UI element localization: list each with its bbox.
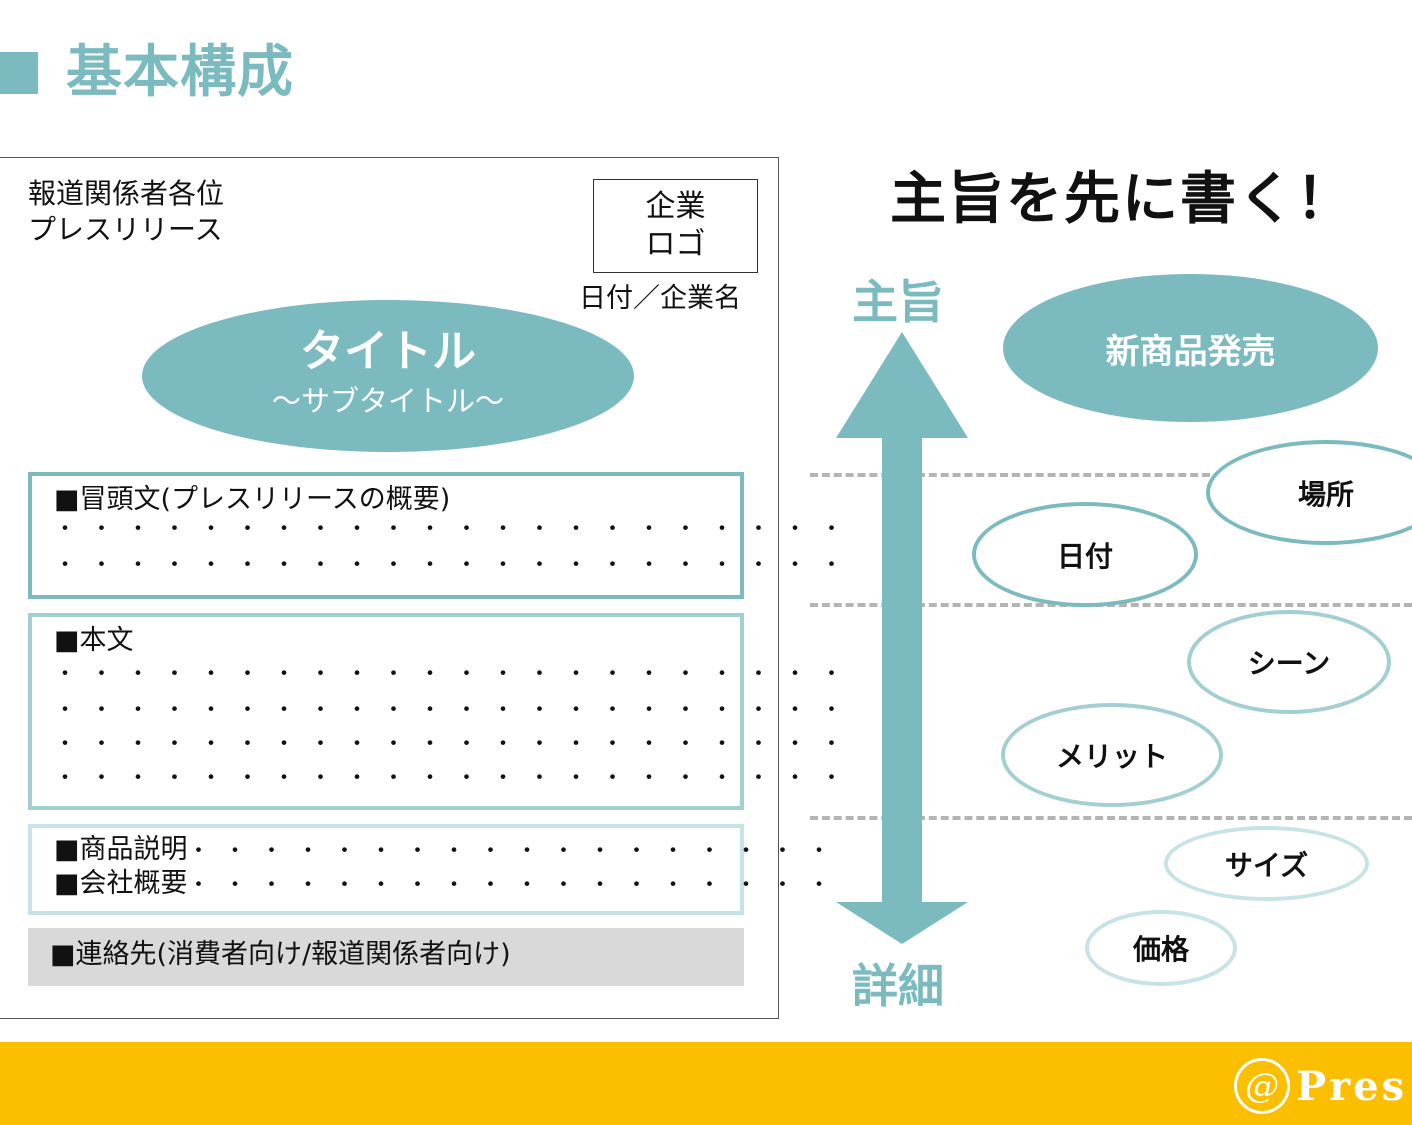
placeholder-dots: ・・・・・・・・・・・・・・・・・・・・・・ [54,662,858,687]
footer-logo: @ Pres [1234,1054,1407,1118]
diagram-heading: 主旨を先に書く！ [890,167,1354,232]
oval-price: 価格 [1085,910,1237,986]
heading-square-icon [0,52,38,94]
top-label: 主旨 [852,275,944,329]
product-company-section: ■商品説明・・・・・・・・・・・・・・・・・・ ■会社概要・・・・・・・・・・・… [28,824,830,915]
company-logo-box: 企業 ロゴ [593,179,758,273]
page-title: 基本構成 [66,40,294,105]
placeholder-dots: ・・・・・・・・・・・・・・・・・・・・・・ [54,732,858,757]
at-logo-icon: @ [1234,1058,1290,1114]
lead-heading: ■冒頭文(プレスリリースの概要) [54,484,451,515]
placeholder-dots: ・・・・・・・・・・・・・・・・・・・・・・ [54,698,858,723]
footer-logo-text: Pres [1296,1062,1408,1110]
divider-line [810,816,1412,820]
recipient-block: 報道関係者各位 プレスリリース [28,176,224,248]
oval-main-point: 新商品発売 [1003,274,1378,422]
company-row: ■会社概要・・・・・・・・・・・・・・・・・・ [54,868,845,902]
divider-line [810,473,1412,477]
press-release-line: プレスリリース [28,213,223,246]
body-heading: ■本文 [54,625,134,656]
footer-bar [0,1042,1412,1125]
subtitle-text: ～サブタイトル～ [271,384,504,418]
recipient-line: 報道関係者各位 [28,177,225,210]
placeholder-dots: ・・・・・・・・・・・・・・・・・・ [187,873,845,898]
document-frame [0,157,779,1019]
body-section: ■本文 ・・・・・・・・・・・・・・・・・・・・・・ ・・・・・・・・・・・・・… [28,613,843,810]
title-text: タイトル [300,326,476,377]
oval-scene: シーン [1187,610,1391,714]
company-heading: ■会社概要 [54,868,188,899]
contact-heading: ■連絡先(消費者向け/報道関係者向け) [50,939,511,970]
contact-section: ■連絡先(消費者向け/報道関係者向け) [28,928,744,986]
oval-date: 日付 [972,502,1198,607]
bottom-label: 詳細 [852,959,944,1013]
oval-merit: メリット [1001,703,1223,807]
placeholder-dots: ・・・・・・・・・・・・・・・・・・ [187,839,845,864]
logo-line-1: 企業 [645,189,706,224]
placeholder-dots: ・・・・・・・・・・・・・・・・・・・・・・ [54,766,858,791]
oval-place: 場所 [1206,440,1412,545]
date-company-label: 日付／企業名 [579,283,741,314]
double-arrow-icon [836,332,968,944]
title-ellipse: タイトル ～サブタイトル～ [142,300,634,452]
product-heading: ■商品説明 [54,834,188,865]
lead-section: ■冒頭文(プレスリリースの概要) ・・・・・・・・・・・・・・・・・・・・・・ … [28,472,843,599]
placeholder-dots: ・・・・・・・・・・・・・・・・・・・・・・ [54,517,858,542]
logo-line-2: ロゴ [645,227,706,262]
product-row: ■商品説明・・・・・・・・・・・・・・・・・・ [54,834,845,868]
placeholder-dots: ・・・・・・・・・・・・・・・・・・・・・・ [54,553,858,578]
oval-size: サイズ [1164,826,1369,901]
